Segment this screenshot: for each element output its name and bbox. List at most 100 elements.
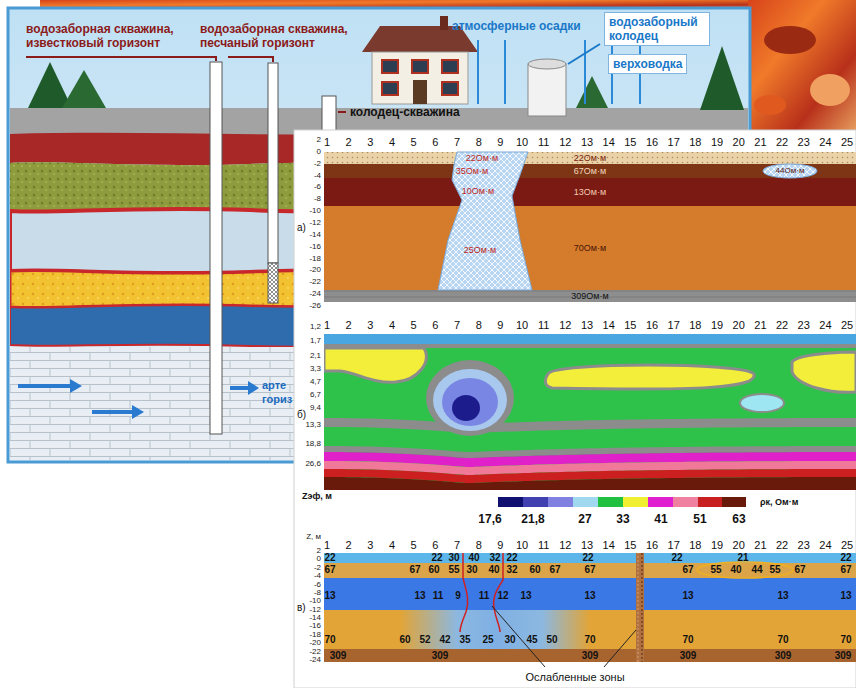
resistivity-value: 10Ом·м: [462, 187, 494, 196]
tree: [62, 70, 106, 108]
depth-tick: -10: [309, 207, 321, 215]
resistivity-value: 40: [468, 553, 479, 563]
resistivity-value: 30: [504, 635, 515, 645]
resistivity-value: 25: [482, 635, 493, 645]
depth-tick: -20: [309, 266, 321, 274]
resistivity-value: 13: [584, 591, 595, 601]
depth-tick: -16: [309, 243, 321, 251]
contour-fill: [452, 395, 480, 421]
axis-tick: 18: [689, 540, 701, 551]
axis-tick: 9: [497, 137, 503, 148]
depth-tick: -14: [309, 231, 321, 239]
resistivity-value: 13: [324, 591, 335, 601]
scale-tick: 33: [616, 513, 629, 525]
axis-tick: 7: [454, 540, 460, 551]
depth-tick: 13,3: [305, 421, 321, 429]
panel-letter: в): [297, 603, 306, 613]
lens-ellipse: 44Ом·м: [762, 163, 818, 179]
resistivity-value: 60: [529, 565, 540, 575]
resistivity-value: 35Ом·м: [456, 167, 488, 176]
depth-tick: -8: [314, 589, 321, 597]
well-shaft: [528, 64, 566, 116]
depth-tick: -26: [309, 302, 321, 310]
flow-arrow: [18, 384, 72, 388]
depth-tick: -8: [314, 195, 321, 203]
tree: [576, 76, 608, 108]
node-text: водозаборный колодец: [609, 15, 705, 43]
resistivity-value: 70: [777, 635, 788, 645]
axis-tick: 1: [324, 137, 330, 148]
resistivity-value: 67: [549, 565, 560, 575]
scale-cell: [523, 497, 548, 507]
axis-tick: 11: [538, 540, 549, 551]
resistivity-value: 309: [835, 651, 852, 661]
house-door: [413, 80, 427, 104]
contour-fill: [740, 394, 784, 412]
resistivity-value: 32: [506, 565, 517, 575]
depth-tick: -6: [314, 581, 321, 589]
tree: [28, 62, 72, 108]
scale-cell: [623, 497, 648, 507]
depth-tick: -6: [314, 183, 321, 191]
axis-tick: 23: [798, 320, 810, 331]
depth-tick: -20: [309, 639, 321, 647]
resistivity-value: 35: [459, 635, 470, 645]
scale-tick: 51: [693, 513, 706, 525]
scale-unit: ρк, Ом·м: [760, 498, 798, 507]
resistivity-value: 60: [428, 565, 439, 575]
rock: [810, 74, 850, 106]
layer-band: 22Ом·м: [324, 152, 856, 164]
scale-cell: [498, 497, 523, 507]
resistivity-value: 30: [466, 565, 477, 575]
axis-tick: 11: [538, 137, 549, 148]
resistivity-value: 22: [324, 553, 335, 563]
axis-tick: 13: [581, 540, 593, 551]
flow-arrow: [132, 405, 144, 419]
lens-outline: [763, 164, 817, 178]
axis-tick: 22: [776, 320, 788, 331]
resistivity-value: 67: [840, 565, 851, 575]
scale-cell: [648, 497, 673, 507]
contour-fill: [324, 348, 426, 382]
node-text: 70Ом·м: [574, 244, 606, 253]
axis-tick: 25: [841, 540, 853, 551]
rock: [764, 26, 816, 54]
axis-tick: 9: [497, 540, 503, 551]
axis-tick: 23: [798, 137, 810, 148]
rock: [754, 95, 786, 115]
fracture-zone: [438, 152, 532, 290]
resistivity-value: 309: [680, 651, 697, 661]
contour-fill: [545, 365, 754, 389]
resistivity-value: 13: [777, 591, 788, 601]
resistivity-value: 25Ом·м: [464, 246, 496, 255]
resistivity-value: 55: [448, 565, 459, 575]
house-chimney: [440, 16, 448, 30]
flow-arrow: [248, 381, 259, 395]
axis-tick: 11: [538, 320, 549, 331]
node-text: верховодка: [613, 57, 682, 71]
axis-tick: 12: [559, 137, 571, 148]
scale-cell: [673, 497, 698, 507]
depth-tick: -22: [309, 648, 321, 656]
layer-band: 67Ом·м44Ом·м: [324, 164, 856, 178]
axis-tick: 6: [432, 137, 438, 148]
resistivity-value: 22: [582, 553, 593, 563]
axis-tick: 2: [346, 540, 352, 551]
axis-tick: 14: [603, 540, 615, 551]
flow-arrow: [92, 410, 134, 414]
axis-tick: 5: [411, 137, 417, 148]
resistivity-value: 309: [330, 651, 347, 661]
axis-tick: 16: [646, 320, 658, 331]
axis-tick: 21: [754, 540, 766, 551]
resistivity-value: 30: [448, 553, 459, 563]
axis-tick: 22: [776, 540, 788, 551]
axis-tick: 25: [841, 137, 853, 148]
axis-tick: 4: [389, 540, 395, 551]
section-c-layer: [324, 610, 856, 649]
node-text: 309Ом·м: [571, 292, 608, 301]
resistivity-value: 44: [751, 565, 762, 575]
house-window: [382, 82, 398, 95]
axis-tick: 13: [581, 137, 593, 148]
resistivity-value: 21: [737, 553, 748, 563]
axis-tick: 1: [324, 540, 330, 551]
